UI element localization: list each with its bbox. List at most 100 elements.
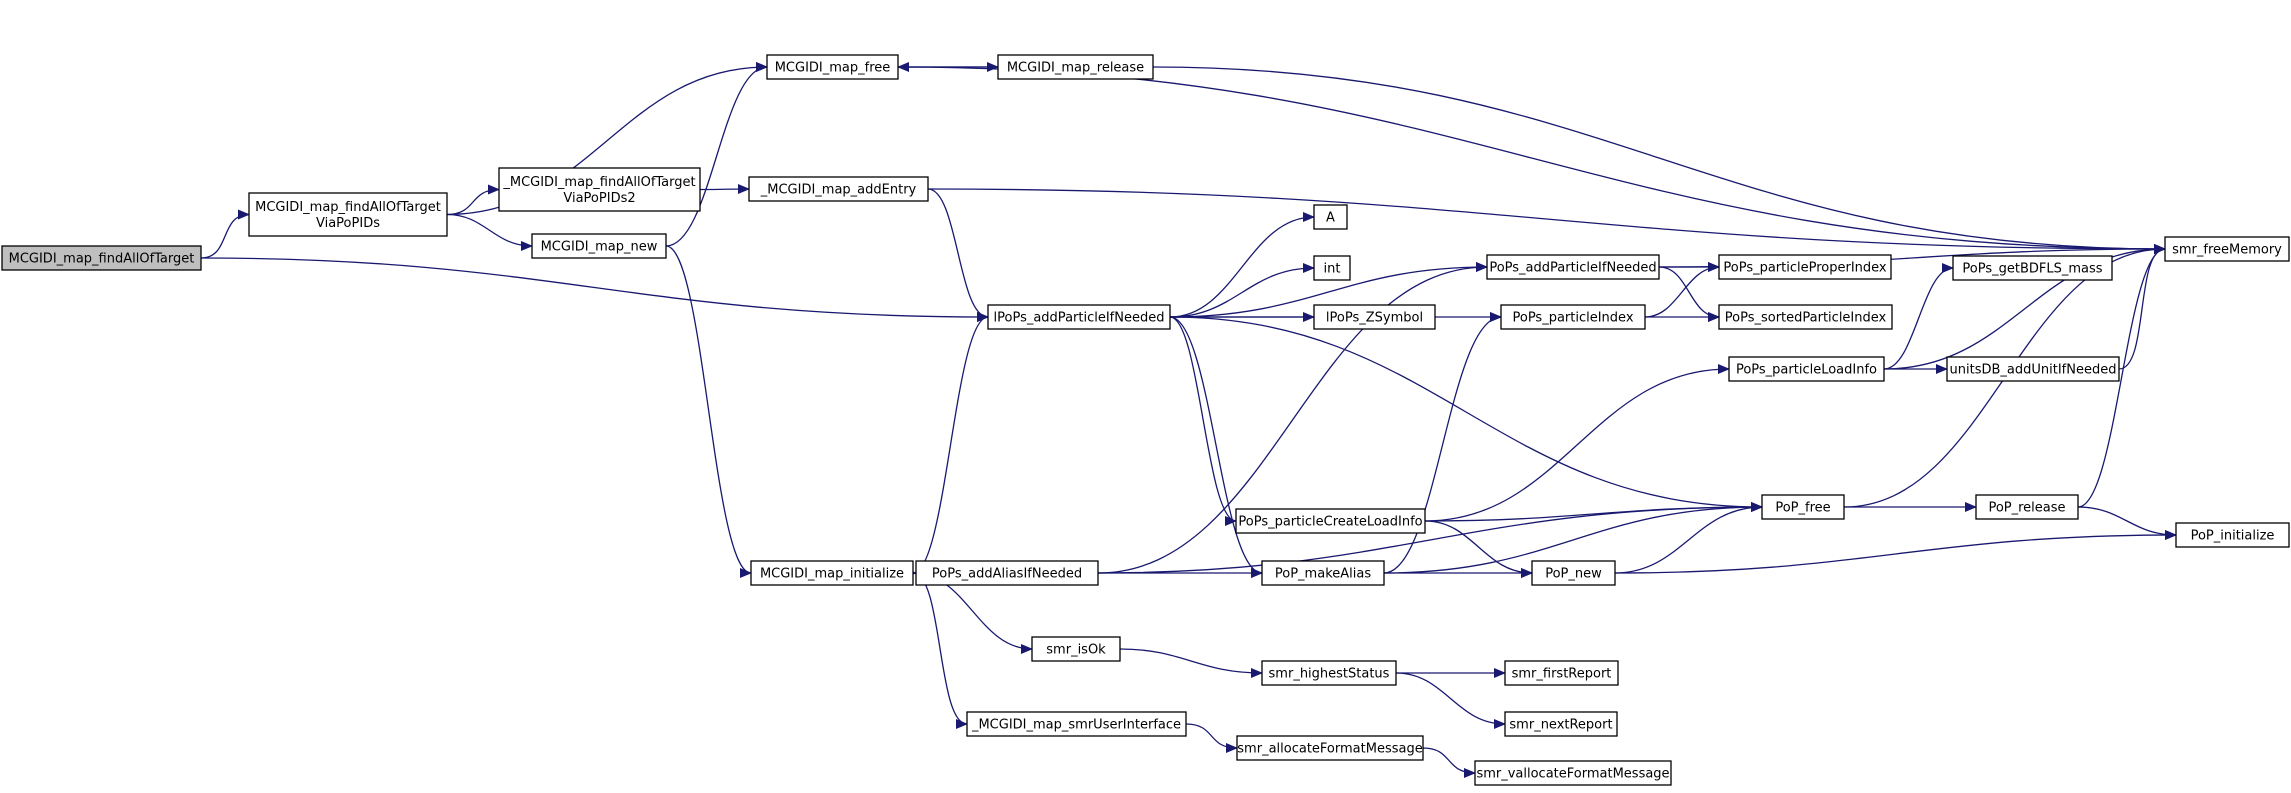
node-label: smr_highestStatus (1269, 667, 1390, 682)
edge-l-po-ps-add-particle-if-needed-to-int (1169, 263, 1315, 318)
edge-find-all-of-target-via-po-pids-to-map-new (446, 213, 533, 251)
node-smr-allocate-format-message[interactable]: smr_allocateFormatMessage (1236, 735, 1424, 761)
node-box (1531, 560, 1616, 586)
node-po-p-free[interactable]: PoP_free (1761, 494, 1845, 520)
edge-po-p-new-to-po-p-free (1614, 502, 1763, 574)
node-label: PoP_free (1775, 501, 1830, 516)
node-po-p-initialize[interactable]: PoP_initialize (2175, 522, 2290, 548)
node-box (987, 304, 1171, 330)
node-label: PoPs_getBDFLS_mass (1962, 262, 2102, 277)
node-po-ps-particle-load-info[interactable]: PoPs_particleLoadInfo (1728, 356, 1885, 382)
node-po-p-make-alias[interactable]: PoP_makeAlias (1261, 560, 1385, 586)
edge-l-po-ps-add-particle-if-needed-to-po-ps-add-particle-if-needed (1169, 262, 1488, 318)
node-box (915, 560, 1099, 586)
node-box (748, 176, 929, 202)
edge-po-p-make-alias-to-po-p-free (1383, 502, 1763, 574)
node-box (531, 233, 667, 259)
node-smr-first-report[interactable]: smr_firstReport (1504, 660, 1619, 686)
node-smr-free-memory[interactable]: smr_freeMemory (2164, 236, 2290, 262)
node-po-ps-particle-create-load-info[interactable]: PoPs_particleCreateLoadInfo (1235, 508, 1426, 534)
edge-map-add-entry-to-smr-free-memory (927, 188, 2166, 254)
node-box (1486, 254, 1660, 280)
node-map-add-entry[interactable]: _MCGIDI_map_addEntry (748, 176, 929, 202)
node-int[interactable]: int (1313, 255, 1351, 281)
node-box (248, 192, 448, 237)
edge-smr-allocate-format-message-to-smr-vallocate-format-message (1422, 747, 1476, 778)
node-box (1, 245, 202, 271)
node-po-ps-add-particle-if-needed[interactable]: PoPs_addParticleIfNeeded (1486, 254, 1660, 280)
node-box (1474, 760, 1672, 786)
node-po-ps-particle-proper-index[interactable]: PoPs_particleProperIndex (1718, 254, 1892, 280)
node-label: PoPs_addAliasIfNeeded (932, 567, 1082, 582)
node-label: PoPs_addParticleIfNeeded (1489, 261, 1656, 276)
edge-po-ps-particle-load-info-to-smr-free-memory (1883, 244, 2166, 370)
node-l-po-ps-zsymbol[interactable]: lPoPs_ZSymbol (1313, 304, 1436, 330)
node-label: _MCGIDI_map_addEntry (760, 183, 917, 198)
node-label: ViaPoPIDs2 (563, 191, 635, 206)
node-box (1504, 711, 1618, 737)
node-label: smr_isOk (1046, 643, 1106, 658)
node-map-initialize[interactable]: MCGIDI_map_initialize (750, 560, 914, 586)
node-label: smr_nextReport (1509, 718, 1612, 733)
node-label: PoPs_particleProperIndex (1723, 261, 1887, 276)
edge-map-free-to-smr-free-memory (897, 66, 2166, 254)
node-box (1946, 356, 2120, 382)
node-box (1313, 304, 1436, 330)
edge-find-all-of-target-to-l-po-ps-add-particle-if-needed (200, 257, 989, 322)
edge-l-po-ps-add-particle-if-needed-to-a (1169, 212, 1315, 318)
node-map-free[interactable]: MCGIDI_map_free (766, 54, 899, 80)
edge-po-ps-particle-create-load-info-to-po-p-new (1424, 520, 1533, 578)
node-label: smr_firstReport (1512, 667, 1612, 682)
node-units-db-add-unit-if-needed[interactable]: unitsDB_addUnitIfNeeded (1946, 356, 2120, 382)
node-box (1975, 494, 2079, 520)
node-box (997, 54, 1154, 80)
node-po-ps-get-bdfls-mass[interactable]: PoPs_getBDFLS_mass (1952, 255, 2113, 281)
node-label: lPoPs_ZSymbol (1326, 311, 1423, 326)
node-label: smr_vallocateFormatMessage (1476, 767, 1669, 782)
node-label: PoP_initialize (2191, 529, 2275, 544)
edge-find-all-of-target-via-po-pids2-to-map-add-entry (699, 184, 750, 195)
node-smr-next-report[interactable]: smr_nextReport (1504, 711, 1618, 737)
node-po-ps-particle-index[interactable]: PoPs_particleIndex (1500, 304, 1646, 330)
node-box (1261, 560, 1385, 586)
edge-po-p-make-alias-to-po-ps-particle-index (1383, 312, 1502, 574)
node-po-ps-add-alias-if-needed[interactable]: PoPs_addAliasIfNeeded (915, 560, 1099, 586)
node-label: A (1326, 211, 1335, 226)
node-smr-is-ok[interactable]: smr_isOk (1031, 636, 1121, 662)
node-box (2164, 236, 2290, 262)
node-box (1235, 508, 1426, 534)
node-map-new[interactable]: MCGIDI_map_new (531, 233, 667, 259)
node-map-smr-user-interface[interactable]: _MCGIDI_map_smrUserInterface (966, 711, 1187, 737)
node-box (766, 54, 899, 80)
node-a[interactable]: A (1313, 204, 1348, 230)
edge-map-add-entry-to-l-po-ps-add-particle-if-needed (927, 188, 989, 322)
node-label: PoP_new (1545, 567, 1602, 582)
node-label: PoPs_particleIndex (1512, 311, 1633, 326)
node-label: MCGIDI_map_findAllOfTarget (255, 200, 441, 215)
node-label: _MCGIDI_map_findAllOfTarget (502, 175, 695, 190)
edge-l-po-ps-add-particle-if-needed-to-po-p-free (1169, 316, 1763, 512)
edge-map-release-to-smr-free-memory (1152, 66, 2166, 254)
node-label: smr_allocateFormatMessage (1237, 742, 1422, 757)
node-label: unitsDB_addUnitIfNeeded (1950, 363, 2117, 378)
node-box (2175, 522, 2290, 548)
node-map-release[interactable]: MCGIDI_map_release (997, 54, 1154, 80)
node-label: MCGIDI_map_free (775, 61, 891, 76)
node-box (750, 560, 914, 586)
node-smr-vallocate-format-message[interactable]: smr_vallocateFormatMessage (1474, 760, 1672, 786)
edge-map-new-to-map-free (665, 62, 768, 247)
node-po-p-new[interactable]: PoP_new (1531, 560, 1616, 586)
node-smr-highest-status[interactable]: smr_highestStatus (1261, 660, 1397, 686)
node-layer: MCGIDI_map_findAllOfTargetMCGIDI_map_fin… (1, 54, 2290, 786)
node-l-po-ps-add-particle-if-needed[interactable]: lPoPs_addParticleIfNeeded (987, 304, 1171, 330)
node-po-p-release[interactable]: PoP_release (1975, 494, 2079, 520)
edge-smr-is-ok-to-smr-highest-status (1119, 648, 1263, 678)
node-find-all-of-target[interactable]: MCGIDI_map_findAllOfTarget (1, 245, 202, 271)
edge-po-ps-particle-index-to-po-ps-particle-proper-index (1644, 262, 1720, 318)
node-po-ps-sorted-particle-index[interactable]: PoPs_sortedParticleIndex (1718, 304, 1893, 330)
edge-po-ps-particle-load-info-to-po-ps-get-bdfls-mass (1883, 263, 1954, 370)
edge-l-po-ps-add-particle-if-needed-to-po-p-make-alias (1169, 316, 1263, 578)
